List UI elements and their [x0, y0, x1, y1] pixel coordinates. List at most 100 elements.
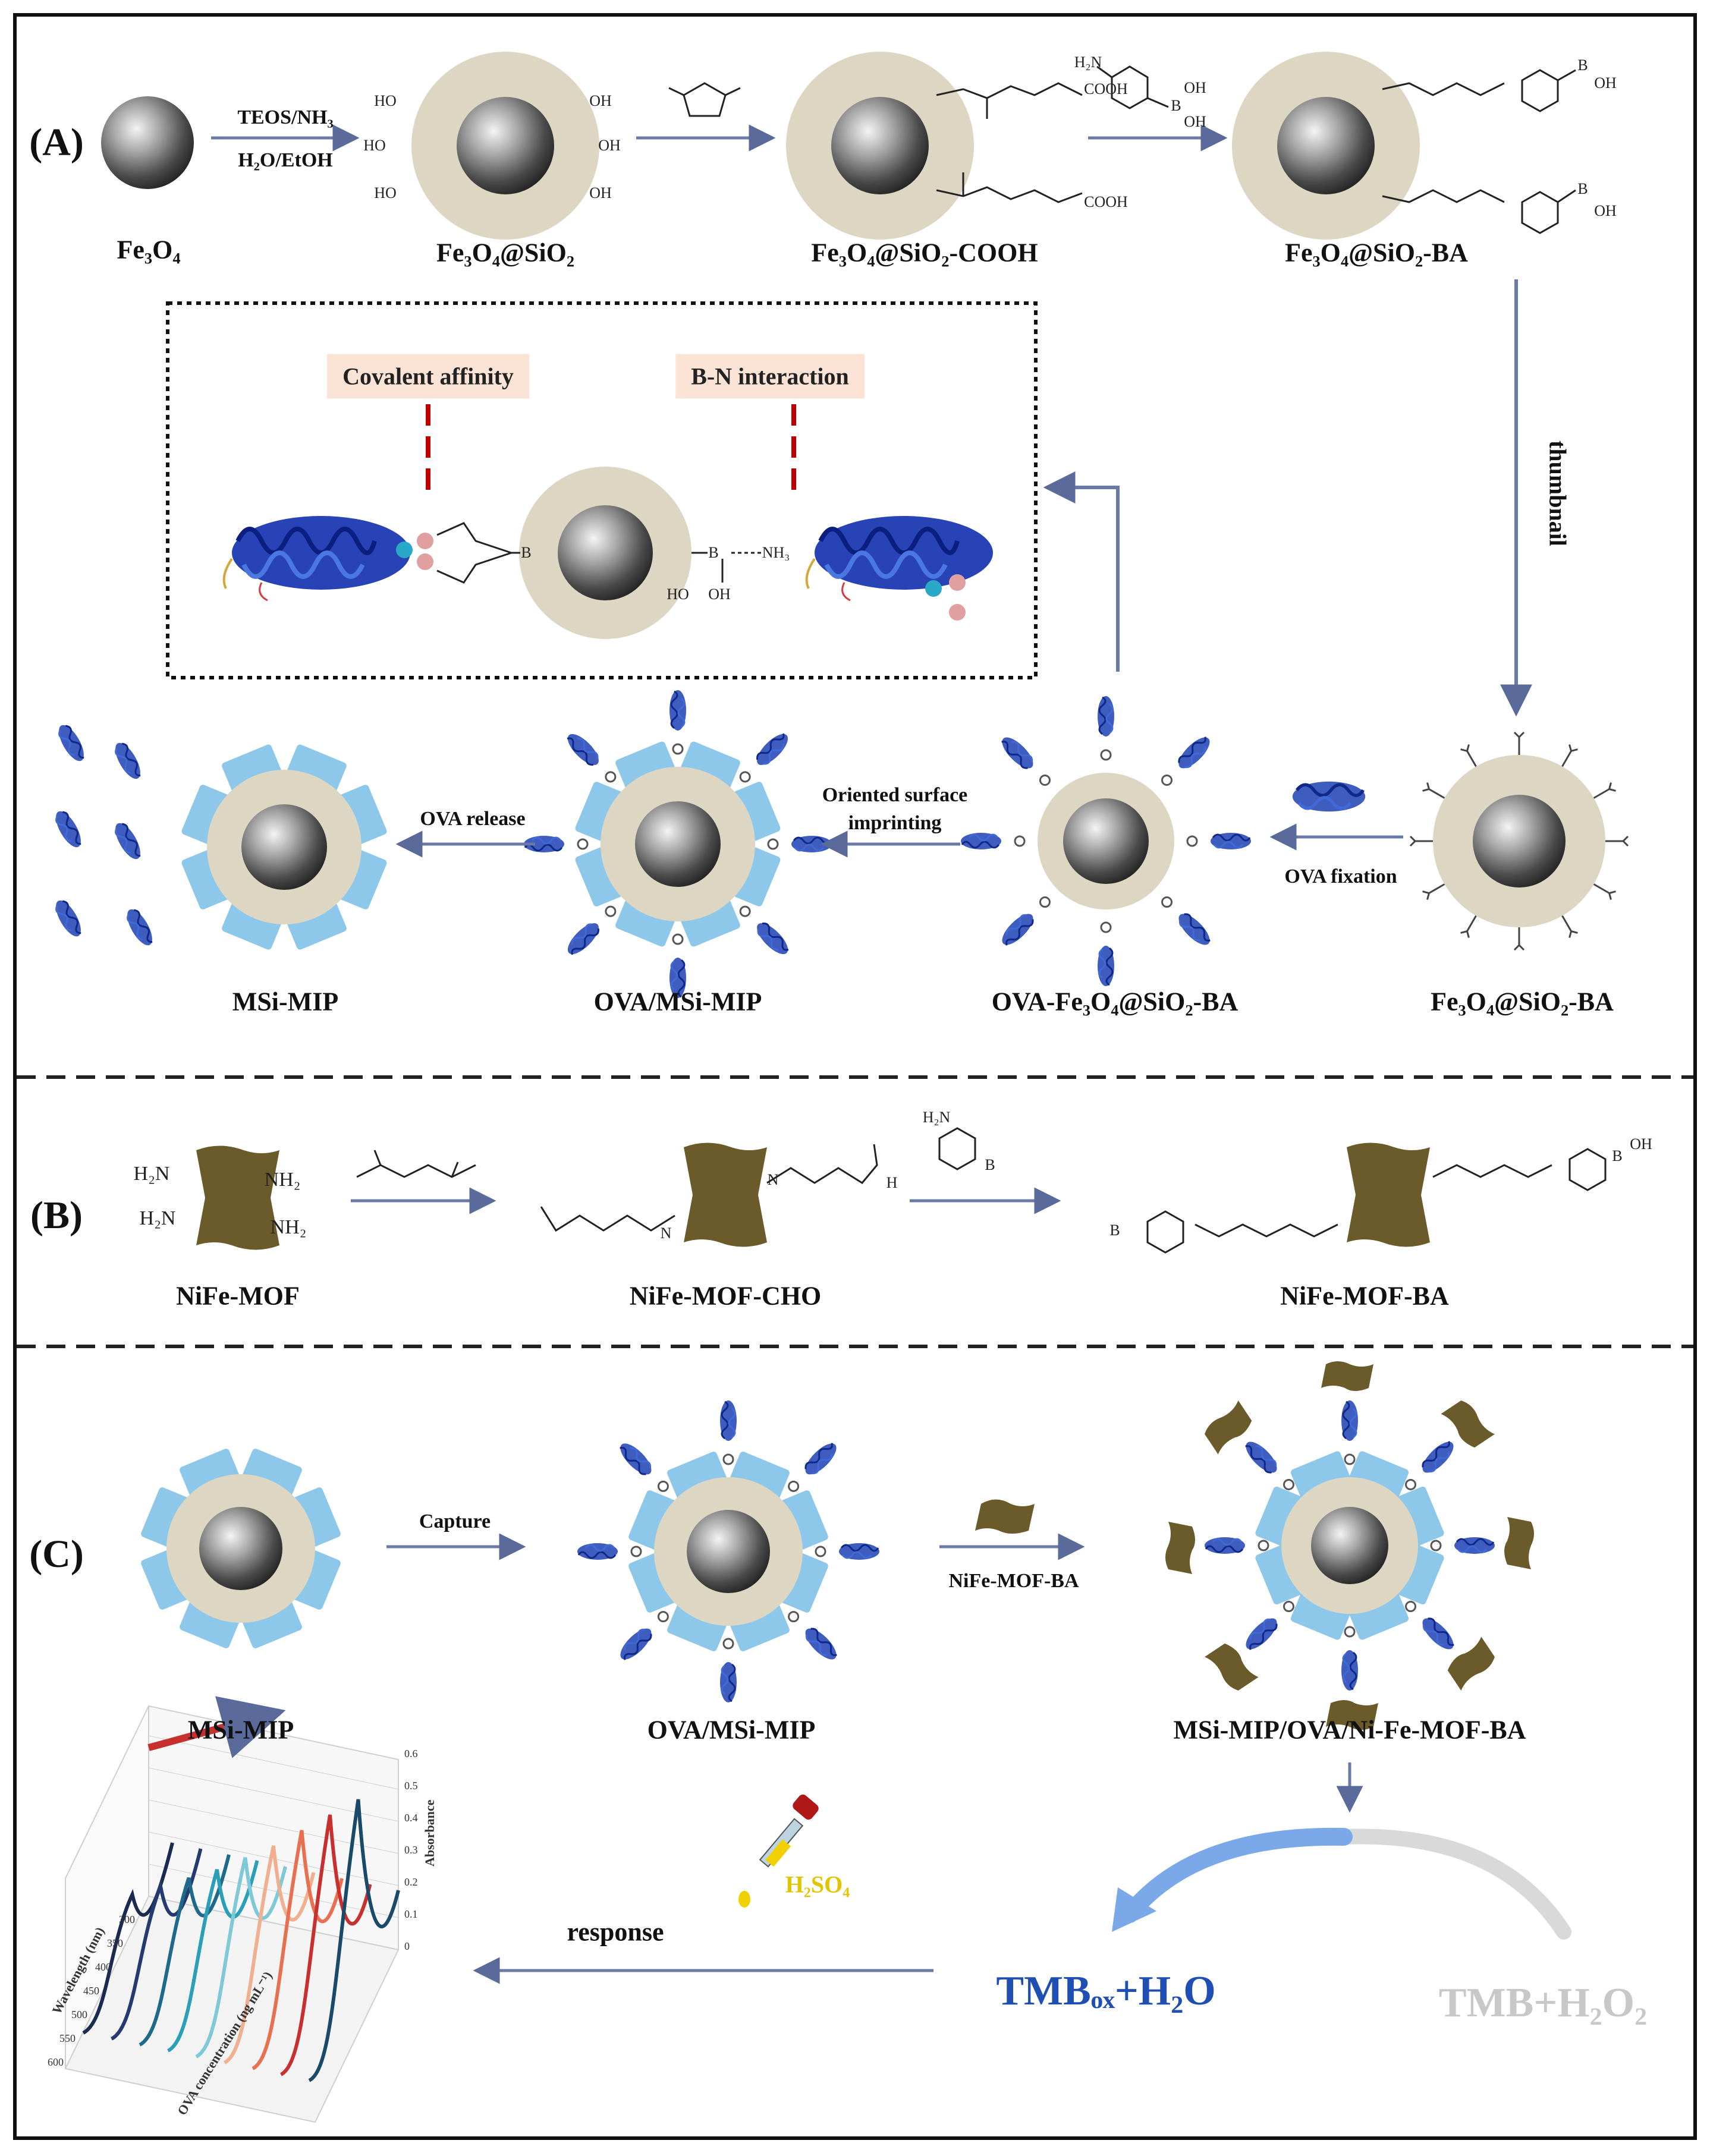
svg-text:350: 350 [107, 1937, 123, 1949]
svg-text:0.5: 0.5 [404, 1780, 418, 1792]
step-teos: TEOS/NH₃ [237, 106, 334, 128]
mof-icon-arrow [975, 1499, 1035, 1534]
chem-nh3: NH₃ [762, 544, 790, 561]
label-nife-mof-cho: NiFe-MOF-CHO [629, 1281, 822, 1311]
svg-text:0.2: 0.2 [404, 1876, 418, 1888]
chem-b-1: B [1171, 97, 1181, 114]
panel-a-label: (A) [29, 121, 84, 164]
panel-b-label: (B) [30, 1194, 83, 1237]
chem-ho-1: HO [374, 92, 397, 109]
waterfall-chart: 60055050045040035030000.10.20.30.40.50.6… [48, 1696, 437, 2123]
chem-b-b: B [985, 1156, 995, 1173]
label-fe3o4-sio2-ba-top: Fe₃O₄@SiO₂-BA [1285, 238, 1468, 267]
arrow-to-box [1043, 471, 1120, 672]
label-fe3o4: Fe₃O₄ [117, 235, 181, 265]
svg-text:400: 400 [95, 1961, 111, 1973]
chem-oh-b3: OH [1630, 1135, 1652, 1153]
protein-left [224, 516, 410, 600]
interaction-box [166, 301, 1038, 679]
label-msi-mip-c: MSi-MIP [187, 1715, 294, 1745]
svg-text:450: 450 [83, 1985, 99, 1997]
chem-nh2-mof-2: NH₂ [270, 1216, 307, 1238]
product-tmb: TMB+H₂O₂ [1438, 1980, 1648, 2026]
chem-oh-3: OH [589, 184, 612, 202]
chem-h2n-mof-1: H₂N [133, 1163, 170, 1185]
sugar-pink-left-1 [417, 533, 433, 549]
chem-h2n-1: H₂N [1074, 53, 1102, 71]
curve-tmbox-head [1112, 1887, 1156, 1932]
curve-tmb [1336, 1828, 1571, 1940]
svg-text:300: 300 [119, 1913, 135, 1925]
chem-oh-int: OH [708, 586, 731, 603]
cooh-chain-lower [936, 172, 1083, 203]
step-response: response [567, 1917, 664, 1947]
svg-text:600: 600 [48, 2056, 64, 2068]
ba-mof-chains [1146, 1148, 1607, 1254]
label-fe3o4-sio2-ba-bottom: Fe₃O₄@SiO₂-BA [1431, 987, 1614, 1016]
ba-chain-lower [1382, 189, 1576, 234]
chem-ho-3: HO [374, 184, 397, 202]
cooh-chain-upper [936, 82, 1083, 119]
label-ova-msi-mip-a: OVA/MSi-MIP [593, 987, 762, 1016]
label-nife-mof-ba: NiFe-MOF-BA [1280, 1281, 1449, 1311]
chem-n-cho-2: N [767, 1171, 779, 1188]
nife-mof-cho-block [684, 1142, 767, 1247]
chem-b-b3: B [1612, 1147, 1623, 1164]
tag-bn: B-N interaction [675, 354, 865, 399]
chem-ho-int: HO [667, 586, 689, 603]
step-h2o-etoh: H₂O/EtOH [238, 149, 333, 171]
reagent-b-ring [938, 1127, 976, 1170]
svg-text:0.1: 0.1 [404, 1908, 418, 1920]
svg-text:0.4: 0.4 [404, 1812, 418, 1824]
step-oriented-1: Oriented surface [822, 784, 968, 806]
svg-text:Absorbance: Absorbance [422, 1799, 437, 1867]
interaction-core [558, 505, 653, 600]
dropper-icon [738, 1794, 819, 1908]
chem-nh2-mof-1: NH₂ [264, 1169, 301, 1191]
chem-b-right: B [708, 544, 719, 561]
fe3o4-core [101, 96, 194, 189]
step-capture: Capture [419, 1510, 491, 1532]
sugar-pink-right-2 [949, 604, 966, 621]
released-proteins [50, 720, 158, 950]
label-ova-fe3o4-sio2-ba: OVA-Fe₃O₄@SiO₂-BA [991, 987, 1239, 1016]
fixation-protein [1293, 782, 1365, 811]
step-ova-release: OVA release [420, 808, 526, 830]
bn-link-right [691, 552, 761, 583]
svg-text:550: 550 [59, 2032, 76, 2044]
aminophenylboronic-structure [1096, 65, 1169, 109]
svg-text:500: 500 [71, 2009, 87, 2020]
ba-core-top [1277, 97, 1375, 194]
outer-frame [13, 13, 1697, 2140]
chem-oh-ba2: OH [1594, 202, 1617, 219]
chem-b-b2: B [1109, 1222, 1120, 1239]
cooh-core [831, 97, 929, 194]
svg-text:0.6: 0.6 [404, 1748, 418, 1760]
svg-text:0.3: 0.3 [404, 1844, 418, 1856]
chem-h2n-mof-2: H₂N [139, 1207, 176, 1229]
step-ova-fixation: OVA fixation [1284, 865, 1397, 887]
curve-tmbox [1121, 1827, 1353, 1923]
sugar-blue-right [925, 580, 942, 597]
chem-cooh-1: COOH [1084, 80, 1128, 97]
step-oriented-2: imprinting [848, 812, 942, 834]
label-fe3o4-sio2-cooh: Fe₃O₄@SiO₂-COOH [811, 238, 1038, 267]
chem-b-left: B [521, 544, 532, 561]
chem-oh-r2: OH [1184, 113, 1206, 130]
label-ova-msi-mip-c: OVA/MSi-MIP [647, 1715, 816, 1745]
panel-c-label: (C) [29, 1532, 84, 1576]
maleic-anhydride-structure [668, 82, 741, 117]
nife-mof-block [196, 1145, 279, 1250]
chem-oh-ba1: OH [1594, 74, 1617, 92]
sugar-pink-left-2 [417, 553, 433, 570]
step-thumbnail: thumbnail [1544, 440, 1571, 546]
step-nife-mof-ba: NiFe-MOF-BA [948, 1570, 1079, 1592]
chem-oh-2: OH [598, 137, 621, 154]
label-msi-mip-a: MSi-MIP [232, 987, 339, 1016]
nife-mof-ba-block [1347, 1142, 1430, 1247]
chem-h2n-b: H₂N [922, 1109, 951, 1126]
chem-cooh-2: COOH [1084, 193, 1128, 210]
chem-h-cho: H [886, 1174, 898, 1191]
